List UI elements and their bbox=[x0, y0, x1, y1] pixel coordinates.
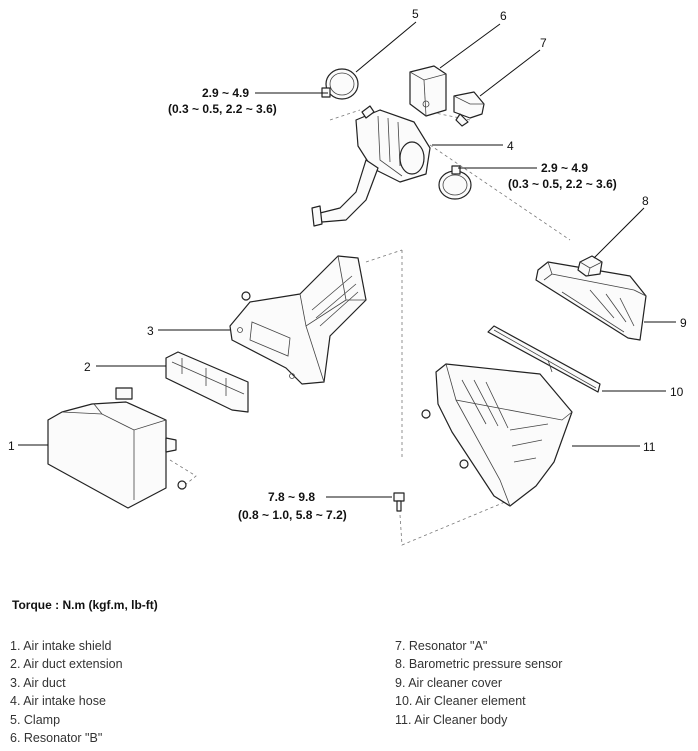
callout-1: 1 bbox=[8, 439, 15, 453]
callout-9: 9 bbox=[680, 316, 687, 330]
clamp-part bbox=[321, 68, 359, 100]
legend-item: 3. Air duct bbox=[10, 675, 66, 690]
torque-bolt-line1: 7.8 ~ 9.8 bbox=[268, 490, 315, 504]
bolt-part bbox=[393, 492, 405, 512]
legend-item: 4. Air intake hose bbox=[10, 694, 106, 709]
torque-clamp-hose-line1: 2.9 ~ 4.9 bbox=[541, 161, 588, 175]
air-duct-part bbox=[229, 255, 367, 385]
torque-clamp-top-line2: (0.3 ~ 0.5, 2.2 ~ 3.6) bbox=[168, 102, 277, 116]
torque-bolt-line2: (0.8 ~ 1.0, 5.8 ~ 7.2) bbox=[238, 508, 347, 522]
leader-lines bbox=[18, 21, 676, 498]
exploded-parts-diagram: 1 2 3 4 5 6 7 8 9 10 11 2.9 ~ 4.9 (0.3 ~… bbox=[8, 7, 687, 546]
torque-units-heading: Torque : N.m (kgf.m, lb-ft) bbox=[12, 598, 158, 612]
callout-6: 6 bbox=[500, 9, 507, 23]
hose-clamp-part bbox=[438, 165, 472, 200]
legend-item: 9. Air cleaner cover bbox=[395, 675, 502, 690]
torque-clamp-hose-line2: (0.3 ~ 0.5, 2.2 ~ 3.6) bbox=[508, 177, 617, 191]
air-intake-shield-part bbox=[47, 387, 187, 509]
torque-annotations: 2.9 ~ 4.9 (0.3 ~ 0.5, 2.2 ~ 3.6) 2.9 ~ 4… bbox=[168, 86, 617, 522]
resonator-a-part bbox=[453, 91, 485, 127]
legend-item: 2. Air duct extension bbox=[10, 657, 123, 672]
legend-item: 7. Resonator "A" bbox=[395, 639, 488, 653]
legend-item: 6. Resonator "B" bbox=[10, 731, 103, 746]
air-cleaner-element-part bbox=[487, 325, 601, 393]
callout-5: 5 bbox=[412, 7, 419, 21]
parts-legend-right: 7. Resonator "A" 8. Barometric pressure … bbox=[395, 637, 562, 729]
callout-4: 4 bbox=[507, 139, 514, 153]
torque-clamp-top-line1: 2.9 ~ 4.9 bbox=[202, 86, 249, 100]
air-cleaner-body-part bbox=[421, 363, 573, 507]
air-duct-extension-part bbox=[165, 351, 249, 413]
callout-8: 8 bbox=[642, 194, 649, 208]
legend-item: 5. Clamp bbox=[10, 712, 61, 727]
legend-item: 11. Air Cleaner body bbox=[395, 712, 508, 727]
callout-3: 3 bbox=[147, 324, 154, 338]
legend-item: 8. Barometric pressure sensor bbox=[395, 657, 563, 672]
resonator-b-part bbox=[409, 65, 447, 117]
air-intake-hose-part bbox=[311, 105, 431, 227]
parts-legend-left: 1. Air intake shield 2. Air duct extensi… bbox=[10, 637, 123, 747]
legend-item: 1. Air intake shield bbox=[10, 639, 112, 653]
callout-labels: 1 2 3 4 5 6 7 8 9 10 11 bbox=[8, 7, 687, 454]
callout-11: 11 bbox=[643, 440, 656, 454]
legend-item: 10. Air Cleaner element bbox=[395, 694, 526, 709]
callout-7: 7 bbox=[540, 36, 547, 50]
barometric-pressure-sensor-part bbox=[577, 255, 603, 277]
callout-2: 2 bbox=[84, 360, 91, 374]
callout-10: 10 bbox=[670, 385, 684, 399]
air-cleaner-cover-part bbox=[535, 261, 647, 341]
